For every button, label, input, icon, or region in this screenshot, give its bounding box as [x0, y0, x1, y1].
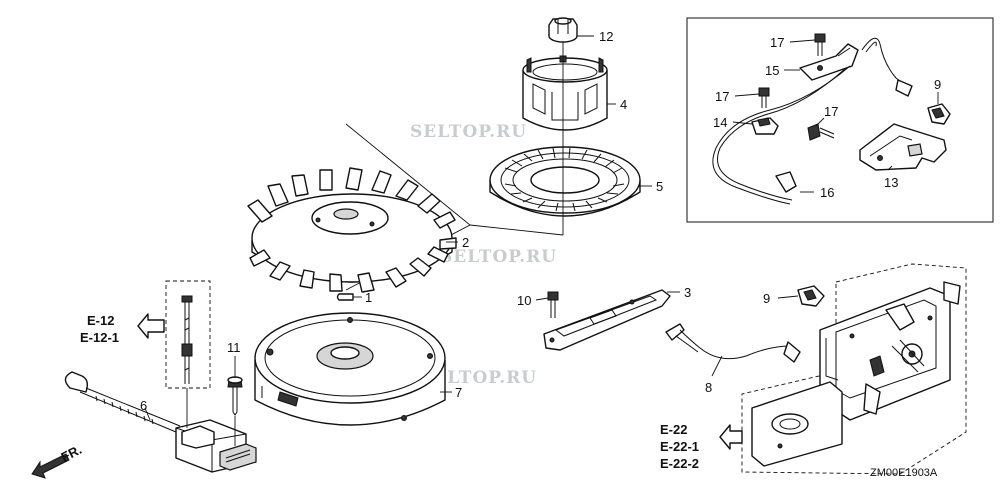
- flange-nut-part: [548, 17, 578, 43]
- ignition-coil-bolt: [181, 295, 193, 384]
- watermark: SELTOP.RU: [420, 368, 537, 388]
- callout-16: 16: [820, 185, 834, 200]
- ref-e-22-2: E-22-2: [660, 456, 699, 471]
- callout-17: 17: [824, 104, 838, 119]
- wire-clip-part: [797, 285, 825, 307]
- callout-9: 9: [934, 77, 941, 92]
- bolt-part: [547, 291, 559, 318]
- ref-e-22: E-22: [660, 422, 687, 437]
- callout-2: 2: [462, 235, 469, 250]
- bolt-part: [814, 33, 826, 56]
- callout-8: 8: [705, 380, 712, 395]
- starter-pulley-part: [522, 55, 608, 131]
- stop-switch-wire-part: [665, 323, 801, 363]
- ref-e-22-1: E-22-1: [660, 439, 699, 454]
- wire-clip-part: [927, 103, 951, 125]
- key-part: [336, 293, 354, 301]
- control-lever-part: [859, 123, 947, 171]
- screen-grid-part: [489, 146, 641, 217]
- watermark: SELTOP.RU: [410, 122, 527, 142]
- callout-17: 17: [770, 35, 784, 50]
- front-direction-arrow-icon: [31, 453, 70, 479]
- bolt-part: [227, 376, 243, 416]
- diagram-code: ZM00E1903A: [870, 467, 938, 479]
- callout-9: 9: [763, 291, 770, 306]
- callout-13: 13: [884, 175, 898, 190]
- cable-part: [712, 37, 913, 205]
- arrow-left-outline-icon: [137, 313, 165, 339]
- bolt-part: [758, 87, 770, 108]
- watermark: SELTOP.RU: [440, 247, 557, 267]
- callout-6: 6: [140, 398, 147, 413]
- callout-10: 10: [517, 293, 531, 308]
- callout-17: 17: [715, 89, 729, 104]
- callout-4: 4: [620, 97, 627, 112]
- arrow-left-outline-icon: [719, 424, 743, 450]
- callout-15: 15: [765, 63, 779, 78]
- cable-clamp-part: [751, 117, 779, 135]
- callout-5: 5: [656, 179, 663, 194]
- callout-11: 11: [227, 340, 241, 355]
- stop-switch-bracket-part: [543, 289, 671, 351]
- callout-3: 3: [684, 285, 691, 300]
- callout-12: 12: [599, 29, 613, 44]
- control-plate-assembly: [741, 263, 967, 475]
- leader-lines: [144, 35, 939, 421]
- cooling-fan-part: [247, 167, 457, 293]
- callout-7: 7: [455, 385, 462, 400]
- ref-e-12: E-12: [87, 313, 114, 328]
- callout-1: 1: [365, 290, 372, 305]
- callout-14: 14: [713, 115, 727, 130]
- ignition-coil-part: [64, 371, 257, 473]
- ref-e-12-1: E-12-1: [80, 330, 119, 345]
- bracket-part: [799, 43, 859, 81]
- flywheel-part: [254, 312, 446, 426]
- optional-parts-box: [686, 17, 994, 223]
- bolt-part: [807, 123, 835, 141]
